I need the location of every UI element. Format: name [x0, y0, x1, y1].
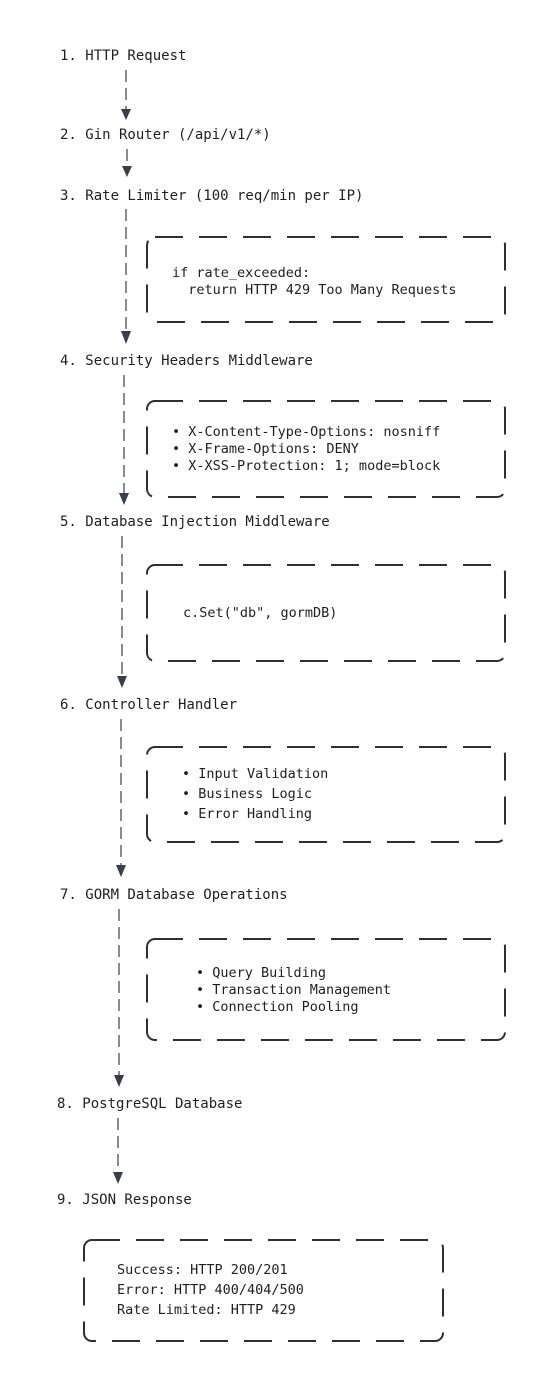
step-controller-handler: 6. Controller Handler	[60, 697, 237, 713]
controller-note: • Input Validation • Business Logic • Er…	[146, 746, 506, 843]
edge-gorm-to-postgresql	[114, 909, 124, 1087]
db-injection-note: c.Set("db", gormDB)	[146, 564, 506, 662]
rate-limiter-note-line: if rate_exceeded:	[172, 265, 310, 281]
gorm-note: • Query Building • Transaction Managemen…	[146, 938, 506, 1041]
step-gorm-operations: 7. GORM Database Operations	[60, 887, 288, 903]
edge-router-to-rate-limiter	[122, 149, 132, 177]
rate-limiter-note-line: return HTTP 429 Too Many Requests	[172, 282, 456, 298]
response-status-line: Success: HTTP 200/201	[117, 1262, 288, 1278]
edge-security-to-db-injection	[119, 375, 129, 505]
edge-controller-to-gorm	[116, 719, 126, 877]
edge-postgresql-to-response	[113, 1118, 123, 1184]
security-header-item: • X-XSS-Protection: 1; mode=block	[172, 458, 440, 474]
step-rate-limiter: 3. Rate Limiter (100 req/min per IP)	[60, 188, 363, 204]
security-header-item: • X-Content-Type-Options: nosniff	[172, 424, 440, 440]
edge-rate-limiter-to-security	[121, 209, 131, 344]
response-status-line: Rate Limited: HTTP 429	[117, 1302, 296, 1318]
security-header-item: • X-Frame-Options: DENY	[172, 441, 359, 457]
edge-request-to-router	[121, 70, 131, 120]
response-status-line: Error: HTTP 400/404/500	[117, 1282, 304, 1298]
security-headers-note: • X-Content-Type-Options: nosniff • X-Fr…	[146, 400, 506, 498]
gorm-item: • Query Building	[196, 965, 326, 981]
step-json-response: 9. JSON Response	[57, 1192, 192, 1208]
step-postgresql-database: 8. PostgreSQL Database	[57, 1096, 242, 1112]
step-gin-router: 2. Gin Router (/api/v1/*)	[60, 127, 271, 143]
response-note: Success: HTTP 200/201 Error: HTTP 400/40…	[83, 1239, 444, 1342]
controller-item: • Error Handling	[182, 806, 312, 822]
step-database-injection: 5. Database Injection Middleware	[60, 514, 330, 530]
controller-item: • Input Validation	[182, 766, 328, 782]
controller-item: • Business Logic	[182, 786, 312, 802]
gorm-item: • Connection Pooling	[196, 999, 359, 1015]
edge-db-injection-to-controller	[117, 536, 127, 688]
rate-limiter-note: if rate_exceeded: return HTTP 429 Too Ma…	[146, 236, 506, 323]
step-http-request: 1. HTTP Request	[60, 48, 186, 64]
gorm-item: • Transaction Management	[196, 982, 391, 998]
step-security-headers: 4. Security Headers Middleware	[60, 353, 313, 369]
db-injection-code: c.Set("db", gormDB)	[183, 605, 337, 621]
